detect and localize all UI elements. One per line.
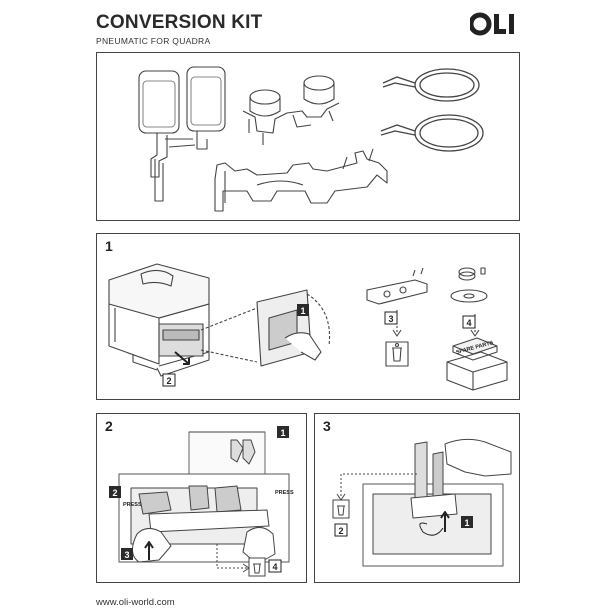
step-2-callout-4: 4	[268, 559, 282, 573]
step-3-callout-2: 2	[334, 523, 348, 537]
step-2-number: 2	[105, 418, 113, 434]
kit-contents-drawing	[138, 66, 484, 212]
lever-part-remove	[366, 267, 428, 305]
step-1-panel: 1	[96, 233, 520, 400]
trash-bin-icon	[385, 341, 409, 367]
step-3-number: 3	[323, 418, 331, 434]
float-pair-part	[242, 75, 340, 145]
step-1-callout-3: 3	[384, 311, 398, 325]
svg-text:3: 3	[124, 550, 129, 560]
step-2-callout-3: 3	[121, 548, 133, 560]
footer-url[interactable]: www.oli-world.com	[96, 597, 175, 608]
trash-bin-icon	[248, 557, 266, 577]
svg-text:2: 2	[112, 488, 117, 498]
float-disc-part	[450, 267, 488, 303]
step-1-callout-2: 2	[162, 373, 176, 387]
press-left-label: PRESS	[123, 502, 142, 508]
step-2-panel: 2 PRESS PRESS	[96, 413, 307, 583]
step-2-callout-2: 2	[109, 486, 121, 498]
zoom-detail	[256, 289, 331, 367]
step-2-callout-1: 1	[277, 426, 289, 438]
step-3-drawing: 1 2	[332, 438, 512, 567]
step-1-drawing: SPARE PARTS 1 2 3 4	[108, 263, 508, 391]
step-3-callout-1: 1	[461, 516, 473, 528]
oli-logo	[470, 12, 514, 36]
step-1-callout-1: 1	[297, 304, 309, 316]
svg-text:1: 1	[464, 518, 469, 528]
svg-text:2: 2	[338, 526, 343, 536]
spare-parts-box	[446, 337, 508, 391]
step-3-panel: 3 1 2	[314, 413, 520, 583]
page-subtitle: PNEUMATIC FOR QUADRA	[96, 36, 211, 46]
lever-bar-part	[214, 148, 388, 212]
svg-text:1: 1	[280, 428, 285, 438]
step-2-drawing: PRESS PRESS 1 2 3 4	[109, 426, 294, 577]
page-title: CONVERSION KIT	[96, 12, 263, 33]
svg-text:1: 1	[300, 306, 305, 316]
svg-text:3: 3	[388, 314, 393, 324]
kit-contents-panel	[96, 52, 520, 221]
hand-icon	[444, 438, 512, 477]
svg-text:2: 2	[166, 376, 171, 386]
cistern-unit	[108, 263, 210, 377]
svg-text:4: 4	[272, 562, 277, 572]
step-1-number: 1	[105, 238, 113, 254]
trash-bin-icon	[332, 499, 350, 519]
svg-text:4: 4	[466, 318, 471, 328]
step-1-callout-4: 4	[462, 315, 476, 329]
tube-coils-part	[380, 68, 484, 152]
valve-cups-part	[138, 66, 226, 202]
arrow-icon	[174, 351, 190, 365]
press-right-label: PRESS	[275, 490, 294, 496]
